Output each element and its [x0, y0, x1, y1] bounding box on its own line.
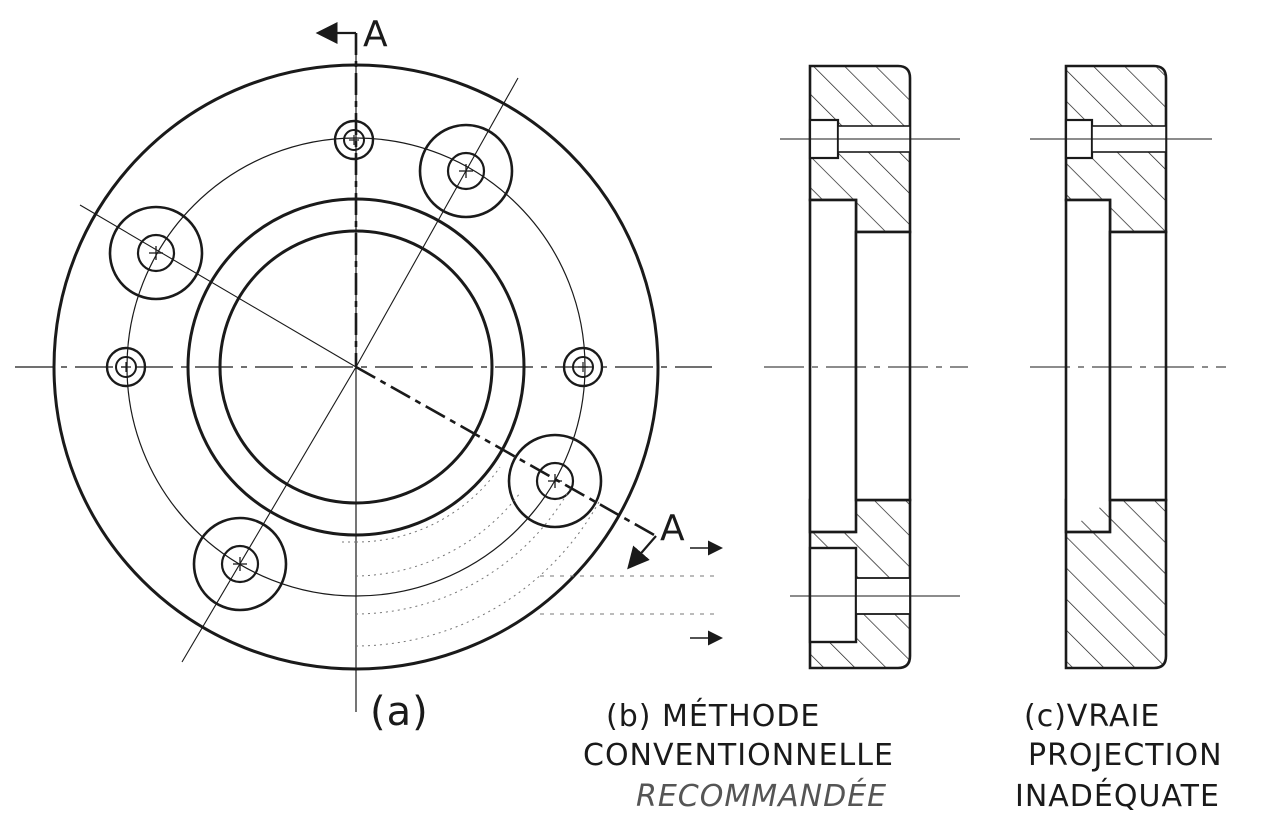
small-hole-left — [105, 346, 147, 388]
section-c-lower-material — [1064, 498, 1168, 670]
caption-b-line3: RECOMMANDÉE — [636, 778, 887, 814]
caption-b-line1: (b) MÉTHODE — [606, 698, 820, 734]
section-b-lower-counterbore — [808, 546, 858, 644]
section-b-bore — [808, 198, 858, 534]
small-hole-top — [333, 119, 375, 161]
radial-line-upper-right — [355, 77, 519, 368]
counterbore-hole-lower-left — [192, 516, 288, 612]
section-mark-top: A — [363, 14, 389, 55]
counterbore-hole-upper-right — [418, 123, 514, 219]
small-hole-right — [562, 346, 604, 388]
section-mark-bottom: A — [660, 508, 686, 549]
section-c-bore — [1064, 198, 1112, 534]
front-view — [15, 22, 723, 712]
cutting-plane-arrow-bottom — [627, 535, 657, 570]
caption-c-line2: PROJECTION — [1028, 738, 1223, 773]
cutting-plane-oblique — [355, 365, 657, 538]
caption-c-line3: INADÉQUATE — [1015, 778, 1220, 814]
section-view-true-projection — [1030, 64, 1226, 670]
section-b-recess — [854, 230, 912, 502]
counterbore-hole-lower-right — [507, 433, 603, 529]
counterbore-hole-upper-left — [108, 205, 204, 301]
section-c-recess — [1108, 230, 1168, 502]
caption-c-line1: (c)VRAIE — [1024, 699, 1160, 734]
revolution-arcs — [340, 466, 601, 647]
caption-b-line2: CONVENTIONNELLE — [583, 738, 894, 773]
radial-line-lower-left — [181, 366, 357, 663]
radial-line-upper-left — [79, 204, 357, 368]
section-view-conventional — [764, 64, 968, 670]
caption-a: (a) — [370, 689, 429, 735]
